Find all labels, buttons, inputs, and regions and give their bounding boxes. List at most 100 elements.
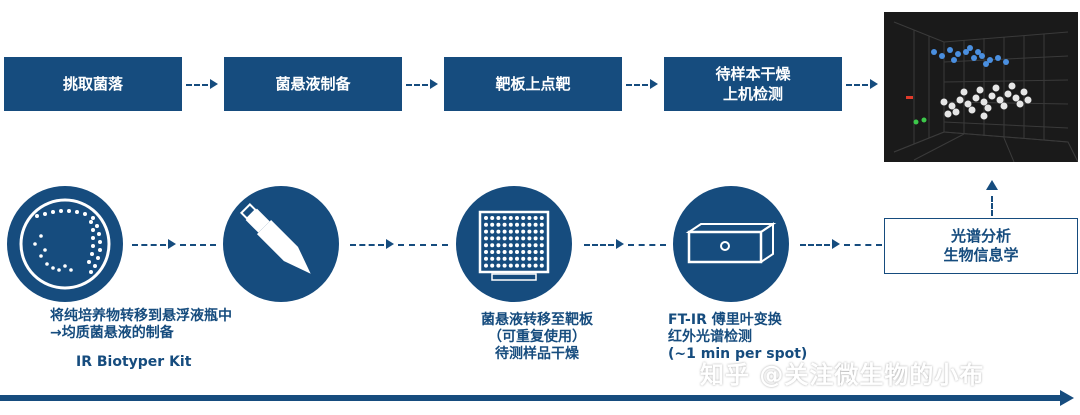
plate-spot (484, 250, 488, 254)
plate-spot (496, 216, 501, 220)
arrow-1-2-icon (210, 79, 218, 89)
connector-b2-b3-tail (398, 244, 448, 246)
plate-spot (508, 243, 513, 248)
plate-spot (496, 236, 501, 241)
plate-spot (515, 243, 519, 248)
pipette-icon (239, 202, 311, 274)
plate-spot (502, 250, 507, 254)
plate-spot (484, 236, 488, 241)
plate-spot (515, 229, 519, 234)
plate-spot (521, 256, 526, 261)
plate-spot (490, 236, 495, 241)
plate-spot (527, 243, 532, 248)
plate-spot (515, 222, 519, 227)
arrow-2-3-icon (430, 79, 438, 89)
plate-spot (533, 250, 538, 254)
timeline-bar (0, 395, 1062, 401)
plate-spot (527, 263, 532, 268)
connector-4-panel (846, 84, 868, 86)
plate-spot (515, 236, 519, 241)
plate-spot (490, 243, 495, 248)
connector-b4-spectrum-tail (844, 244, 882, 246)
plate-spot (496, 256, 501, 261)
plate-spot (527, 229, 532, 234)
connector-b4-spectrum (800, 244, 830, 246)
plate-spot (502, 256, 507, 261)
plate-spot (533, 216, 538, 220)
connector-b3-b4-tail (628, 244, 666, 246)
arrow-up-icon (986, 180, 998, 190)
plate-spot (521, 229, 526, 234)
plate-spot (515, 250, 519, 254)
plate-spot (484, 243, 488, 248)
plate-spot (527, 216, 532, 220)
plate-spot (527, 250, 532, 254)
plate-spot (508, 236, 513, 241)
step-suspension-prep: 菌悬液制备 (224, 57, 402, 111)
plate-spot (539, 216, 544, 220)
plate-spot (490, 216, 495, 220)
plate-spot (533, 243, 538, 248)
plate-spot (539, 256, 544, 261)
plate-spot (508, 250, 513, 254)
3d-cluster-plot-icon (884, 12, 1078, 162)
connector-b1-b2-tail (180, 244, 216, 246)
plate-spot (533, 256, 538, 261)
plate-spot (502, 263, 507, 268)
plate-spot (521, 243, 526, 248)
plate-spot (515, 263, 519, 268)
connector-b2-b3 (350, 244, 384, 246)
plate-spot (508, 229, 513, 234)
connector-b3-b4 (584, 244, 614, 246)
target-plate-circle (456, 186, 572, 302)
plate-spot (533, 263, 538, 268)
plate-spot (502, 229, 507, 234)
plate-spot (490, 250, 495, 254)
plate-spot (521, 236, 526, 241)
pipette-circle (223, 186, 339, 302)
connector-b1-b2 (132, 244, 166, 246)
arrow-b1-b2-icon (168, 239, 176, 249)
ftir-instrument-icon (685, 222, 777, 264)
petri-dish-icon (19, 198, 111, 290)
step-spectrum-analysis: 光谱分析 生物信息学 (884, 218, 1078, 274)
plate-spot (508, 216, 513, 220)
plate-spot (496, 229, 501, 234)
plate-spot (533, 236, 538, 241)
plate-spot (496, 243, 501, 248)
plate-spot (527, 236, 532, 241)
plate-spot (533, 222, 538, 227)
plate-spot (484, 229, 488, 234)
arrow-b2-b3-icon (386, 239, 394, 249)
plate-spot (527, 256, 532, 261)
plate-spot (515, 216, 519, 220)
plate-spot (490, 263, 495, 268)
connector-1-2 (186, 84, 208, 86)
plate-spot (484, 263, 488, 268)
connector-3-4 (626, 84, 648, 86)
step-dry-and-measure: 待样本干燥 上机检测 (664, 57, 842, 111)
plate-spot (496, 222, 501, 227)
plate-spot (521, 250, 526, 254)
plate-spot (521, 263, 526, 268)
plate-spot (508, 256, 513, 261)
plate-spot (502, 222, 507, 227)
plate-spot (527, 222, 532, 227)
caption-step4: FT-IR 傅里叶变换 红外光谱检测 (~1 min per spot) (668, 312, 808, 362)
connector-spectrum-up (991, 196, 993, 216)
plate-spot (533, 229, 538, 234)
plate-spot (539, 250, 544, 254)
plate-spot (539, 236, 544, 241)
petri-dish-circle (7, 186, 123, 302)
plate-spot (539, 229, 544, 234)
plate-spot (508, 222, 513, 227)
plate-spot (496, 263, 501, 268)
caption-step1: 将纯培养物转移到悬浮液瓶中 →均质菌悬液的制备 (50, 308, 232, 341)
arrow-b3-b4-icon (616, 239, 624, 249)
target-plate-icon (478, 210, 550, 281)
watermark-text: 知乎 @关注微生物的小布 (700, 361, 985, 389)
plate-spot (484, 222, 488, 227)
plate-spot (490, 229, 495, 234)
plate-spot (521, 216, 526, 220)
plate-spot (502, 236, 507, 241)
